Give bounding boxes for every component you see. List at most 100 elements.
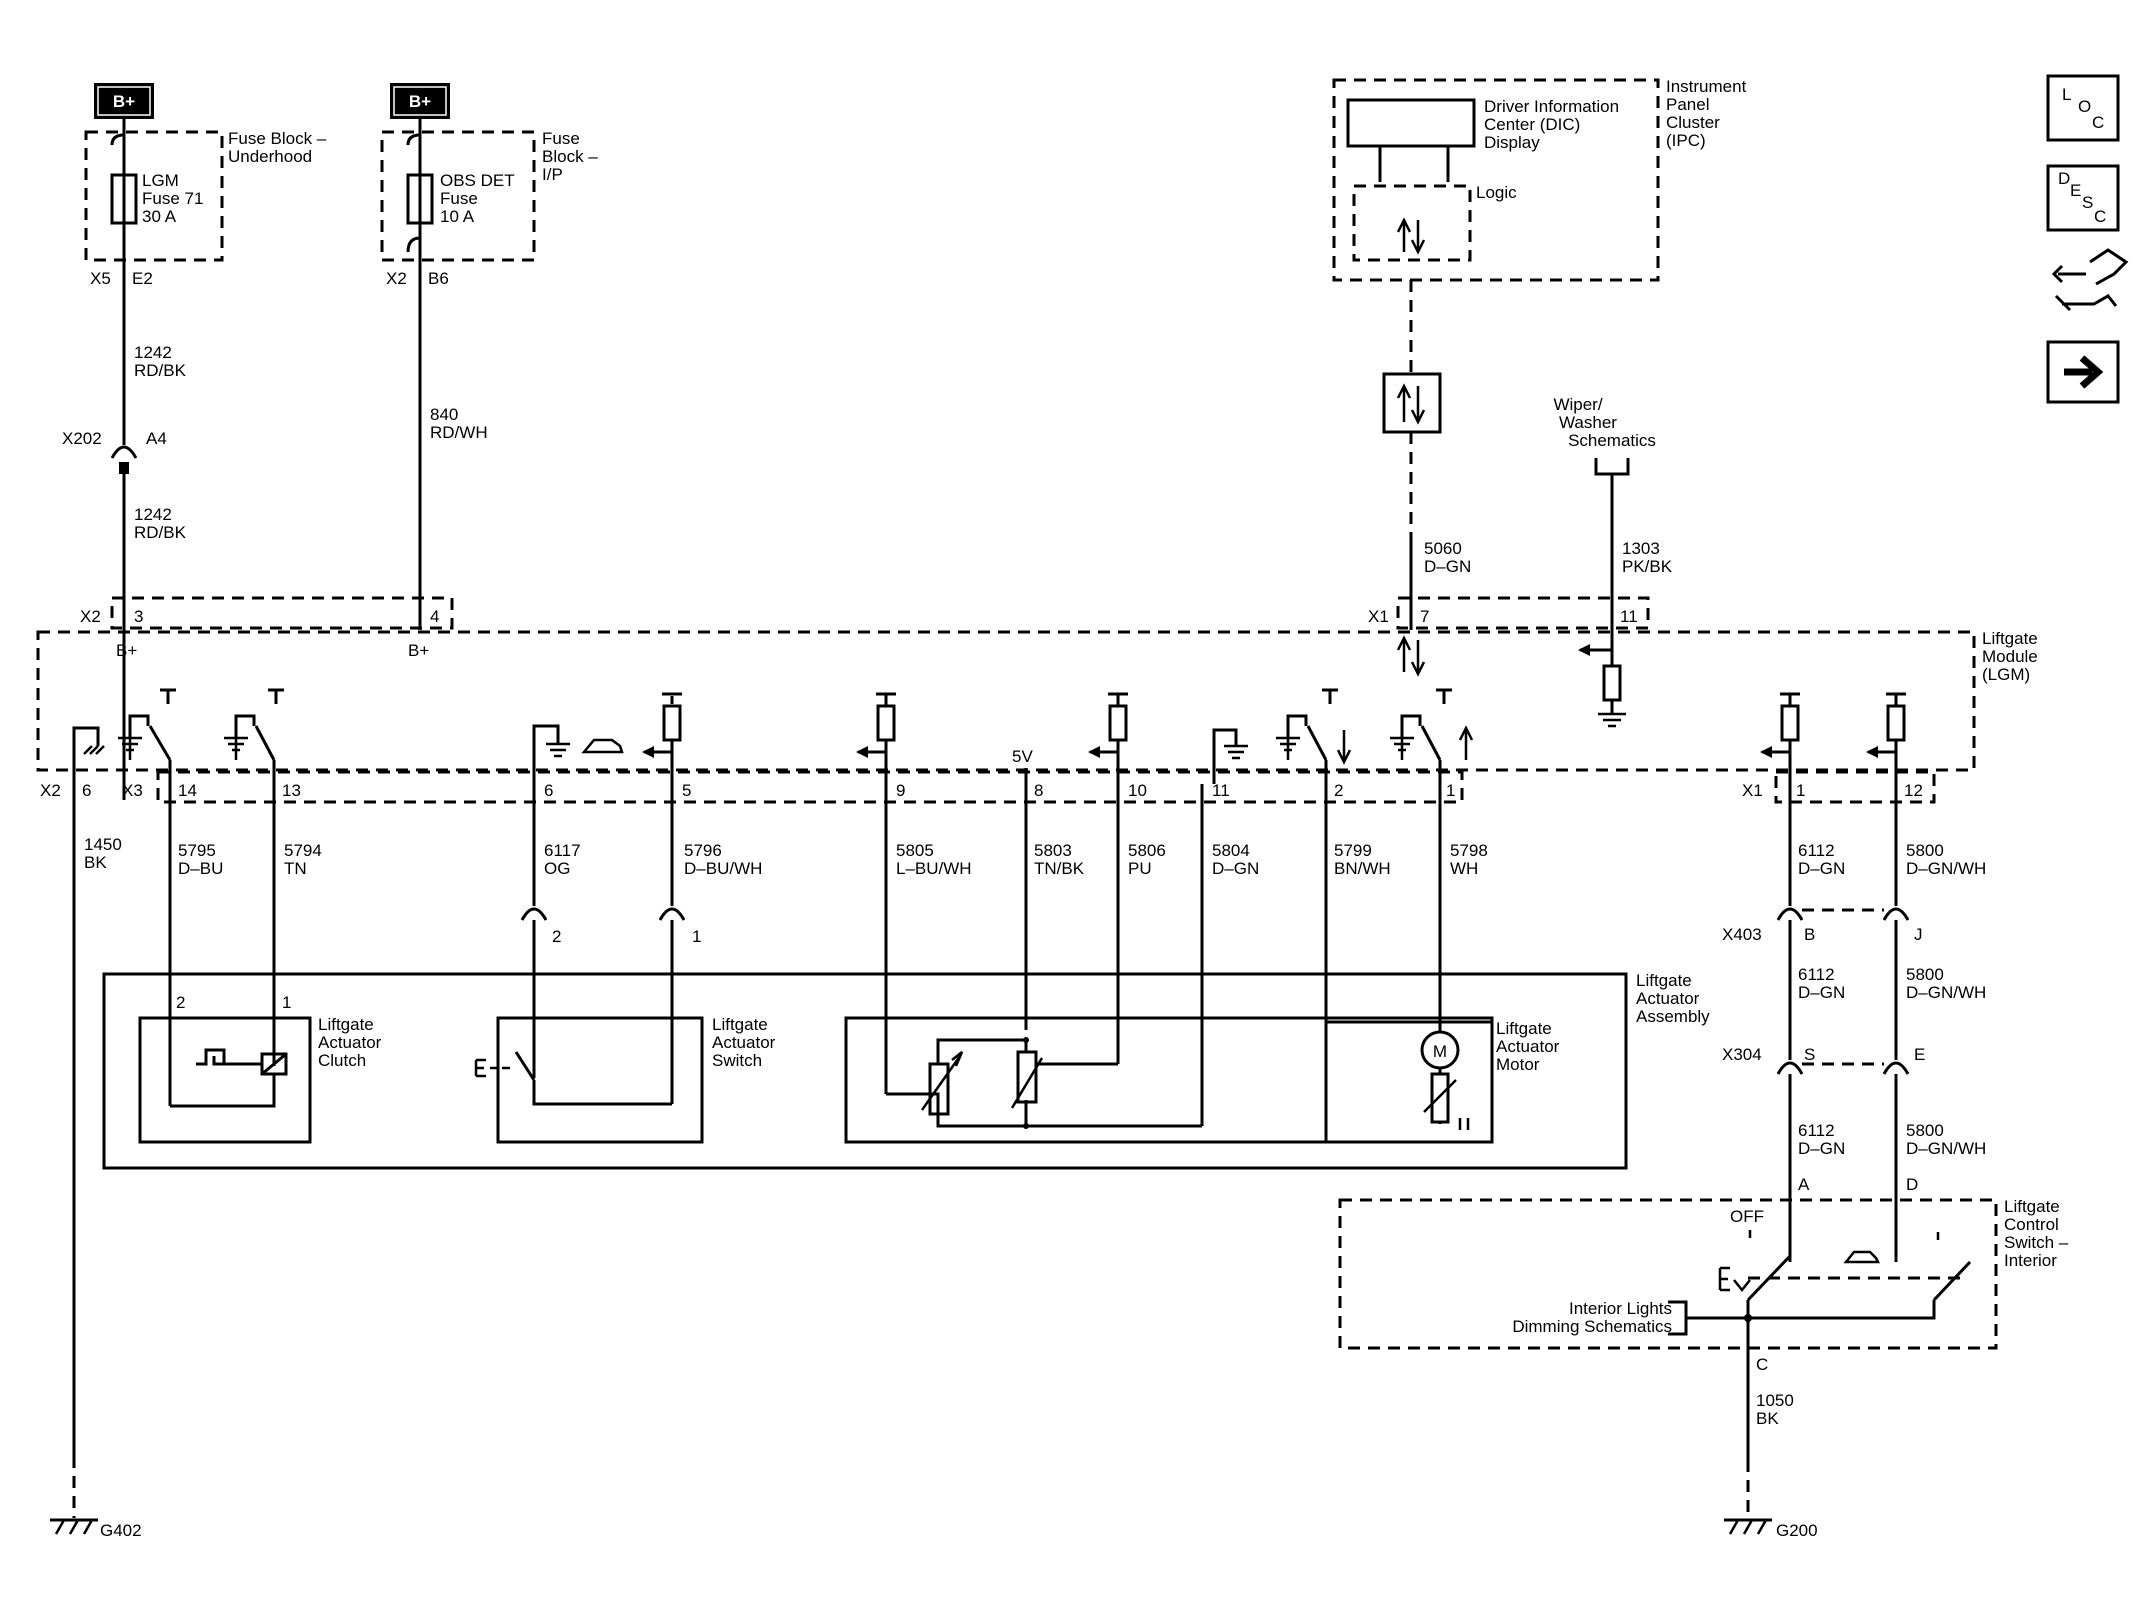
svg-text:6112: 6112 xyxy=(1798,841,1835,860)
svg-text:C: C xyxy=(1756,1355,1768,1374)
ground-g200: G200 xyxy=(1724,1518,1818,1540)
svg-text:5804: 5804 xyxy=(1212,841,1250,860)
fuse-block-border xyxy=(84,130,224,262)
svg-text:Switch –: Switch – xyxy=(2004,1233,2069,1252)
svg-text:6112: 6112 xyxy=(1798,965,1835,984)
switch-sense-circuit xyxy=(532,692,682,784)
svg-text:Control: Control xyxy=(2004,1215,2059,1234)
badge-text: B+ xyxy=(113,92,135,111)
component-location-button[interactable]: L O C xyxy=(2046,74,2120,142)
liftgate-position-sensor xyxy=(844,1016,1494,1144)
lgm-internal-ground-x2-6 xyxy=(72,726,105,768)
svg-text:10: 10 xyxy=(1128,781,1147,800)
svg-text:B6: B6 xyxy=(428,269,449,288)
svg-text:Driver Information: Driver Information xyxy=(1484,97,1619,116)
svg-text:Clutch: Clutch xyxy=(318,1051,366,1070)
pin-label: E2 xyxy=(132,269,153,288)
svg-text:5795: 5795 xyxy=(178,841,216,860)
logic-block xyxy=(1352,184,1472,262)
liftgate-icon xyxy=(581,738,624,754)
svg-text:X202: X202 xyxy=(62,429,102,448)
svg-text:S: S xyxy=(1804,1045,1815,1064)
svg-text:PU: PU xyxy=(1128,859,1152,878)
svg-text:G200: G200 xyxy=(1776,1521,1818,1540)
svg-text:Center (DIC): Center (DIC) xyxy=(1484,115,1580,134)
svg-text:5800: 5800 xyxy=(1906,1121,1944,1140)
wire-number: 1242 xyxy=(134,343,172,362)
svg-text:Module: Module xyxy=(1982,647,2038,666)
diagnostic-tools-button[interactable] xyxy=(2051,248,2129,312)
svg-text:Actuator: Actuator xyxy=(712,1033,776,1052)
lgm-x1-bottom-connector xyxy=(1774,770,1936,804)
svg-text:PK/BK: PK/BK xyxy=(1622,557,1673,576)
dic-display xyxy=(1346,98,1476,148)
svg-text:X304: X304 xyxy=(1722,1045,1762,1064)
svg-text:12: 12 xyxy=(1904,781,1923,800)
svg-text:B+: B+ xyxy=(409,92,431,111)
svg-text:5805: 5805 xyxy=(896,841,934,860)
svg-text:D–GN: D–GN xyxy=(1424,557,1471,576)
right-arrow-icon xyxy=(2064,355,2104,389)
svg-text:S: S xyxy=(2082,193,2093,212)
svg-text:840: 840 xyxy=(430,405,458,424)
liftgate-actuator-switch: Liftgate Actuator Switch xyxy=(474,1015,776,1144)
svg-text:Liftgate: Liftgate xyxy=(1496,1019,1552,1038)
wiper-ref-label: Wiper/ xyxy=(1553,395,1602,414)
svg-text:Interior: Interior xyxy=(2004,1251,2057,1270)
svg-text:A4: A4 xyxy=(146,429,167,448)
ground-g402: G402 xyxy=(50,1518,142,1540)
block-label: Fuse Block – xyxy=(228,129,327,148)
block-label: Underhood xyxy=(228,147,312,166)
svg-text:1: 1 xyxy=(1446,781,1455,800)
svg-text:13: 13 xyxy=(282,781,301,800)
svg-text:Fuse: Fuse xyxy=(542,129,580,148)
svg-text:D–GN/WH: D–GN/WH xyxy=(1906,1139,1986,1158)
svg-text:BK: BK xyxy=(1756,1409,1779,1428)
svg-text:Assembly: Assembly xyxy=(1636,1007,1710,1026)
svg-text:Washer: Washer xyxy=(1559,413,1617,432)
svg-text:Actuator: Actuator xyxy=(1496,1037,1560,1056)
fuse-block-ip: B+ Fuse Block – I/P OBS DET Fuse 10 A X2… xyxy=(380,83,598,288)
svg-text:Instrument: Instrument xyxy=(1666,77,1747,96)
svg-text:L–BU/WH: L–BU/WH xyxy=(896,859,972,878)
next-page-button[interactable] xyxy=(2046,340,2120,404)
ipc-border xyxy=(1332,78,1660,282)
motor-drivers xyxy=(1276,688,1474,784)
svg-text:6: 6 xyxy=(82,781,91,800)
svg-text:5798: 5798 xyxy=(1450,841,1488,860)
arrows-icon xyxy=(2051,264,2086,284)
svg-text:9: 9 xyxy=(896,781,905,800)
svg-text:Actuator: Actuator xyxy=(1636,989,1700,1008)
svg-text:5060: 5060 xyxy=(1424,539,1462,558)
liftgate-module-border xyxy=(36,630,1976,772)
svg-text:1050: 1050 xyxy=(1756,1391,1794,1410)
svg-text:D: D xyxy=(1906,1175,1918,1194)
svg-text:A: A xyxy=(1798,1175,1810,1194)
svg-text:L: L xyxy=(2062,85,2071,104)
inline-connector-5796 xyxy=(658,907,686,921)
svg-text:TN: TN xyxy=(284,859,307,878)
svg-text:14: 14 xyxy=(178,781,197,800)
svg-text:D–BU: D–BU xyxy=(178,859,223,878)
inline-connector-6117 xyxy=(520,907,548,921)
svg-text:RD/WH: RD/WH xyxy=(430,423,488,442)
svg-text:X3: X3 xyxy=(122,781,143,800)
description-operation-button[interactable]: D E S C xyxy=(2046,164,2120,232)
svg-text:D–GN/WH: D–GN/WH xyxy=(1906,859,1986,878)
svg-text:5803: 5803 xyxy=(1034,841,1072,860)
inline-connector-x403: X403 B J xyxy=(1722,907,1923,944)
svg-text:Switch: Switch xyxy=(712,1051,762,1070)
clutch-driver-switches xyxy=(118,688,284,784)
svg-text:2: 2 xyxy=(1334,781,1343,800)
ref-5v-label: 5V xyxy=(1012,747,1033,766)
svg-text:WH: WH xyxy=(1450,859,1478,878)
svg-text:2: 2 xyxy=(176,993,185,1012)
svg-text:G402: G402 xyxy=(100,1521,142,1540)
lgm-x2-top-connector xyxy=(110,596,454,630)
svg-text:5800: 5800 xyxy=(1906,841,1944,860)
lgm-label: Liftgate xyxy=(1982,629,2038,648)
wrench-icon xyxy=(2062,294,2118,307)
svg-text:5799: 5799 xyxy=(1334,841,1372,860)
liftgate-open-icon xyxy=(1843,1250,1881,1264)
svg-text:E: E xyxy=(2070,181,2081,200)
